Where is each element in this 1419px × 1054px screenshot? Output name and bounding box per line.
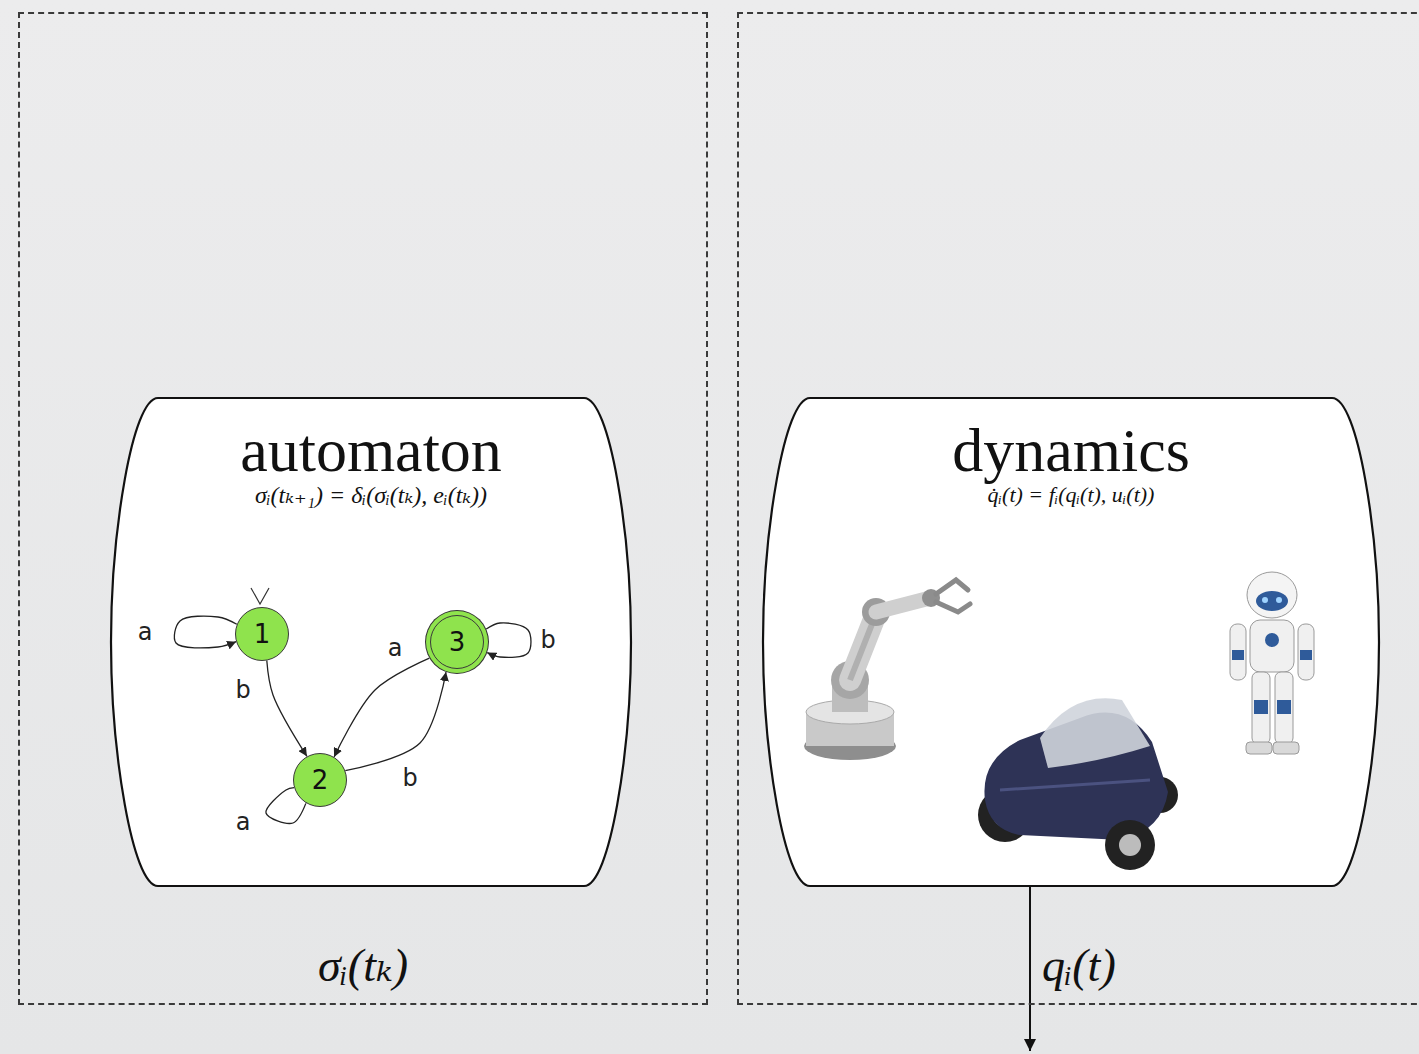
signal-label: σᵢ(tₖ) — [318, 938, 408, 993]
block-equation: q̇ᵢ(t) = fᵢ(qᵢ(t), uᵢ(t)) — [988, 481, 1155, 510]
transition-arrow — [334, 658, 429, 757]
initial-arrow — [251, 588, 269, 604]
barrel-path — [111, 398, 631, 886]
transition-arrow — [267, 661, 307, 757]
state-number: 1 — [254, 621, 271, 647]
transition-label: a — [386, 635, 405, 661]
dynamics-block: dynamicsq̇ᵢ(t) = fᵢ(qᵢ(t), uᵢ(t)) — [762, 397, 1380, 887]
block-equation: σᵢ(tₖ₊₁) = δᵢ(σᵢ(tₖ), eᵢ(tₖ)) — [255, 481, 487, 510]
component-frame: σᵢ(tₖ) automatonσᵢ(tₖ₊₁) = δᵢ(σᵢ(tₖ), eᵢ(… — [18, 12, 708, 1005]
transition-label: a — [234, 809, 253, 835]
accepting-state: 3 — [430, 615, 484, 669]
vehicle — [978, 698, 1178, 870]
block-title: automaton — [240, 419, 502, 481]
self-loop-transition — [486, 623, 531, 658]
humanoid-robot — [1230, 572, 1314, 754]
signal-label: qᵢ(t) — [1042, 938, 1116, 993]
transition-arrow — [345, 672, 446, 771]
transition-label: b — [538, 627, 557, 653]
state-circle: 1 — [235, 607, 289, 661]
state-number: 2 — [312, 767, 329, 793]
state-circle: 2 — [293, 753, 347, 807]
block-title: dynamics — [952, 419, 1190, 481]
transition-label: b — [400, 765, 419, 791]
component-frame: qᵢ(t) dynamicsq̇ᵢ(t) = fᵢ(qᵢ(t), uᵢ(t)) — [737, 12, 1419, 1005]
transition-label: a — [136, 619, 155, 645]
output-arrow — [1029, 885, 1031, 1051]
state-number: 3 — [449, 629, 466, 655]
transition-label: b — [233, 677, 252, 703]
barrel-path — [763, 398, 1379, 886]
self-loop-transition — [174, 616, 236, 648]
robot-arm — [804, 580, 970, 760]
